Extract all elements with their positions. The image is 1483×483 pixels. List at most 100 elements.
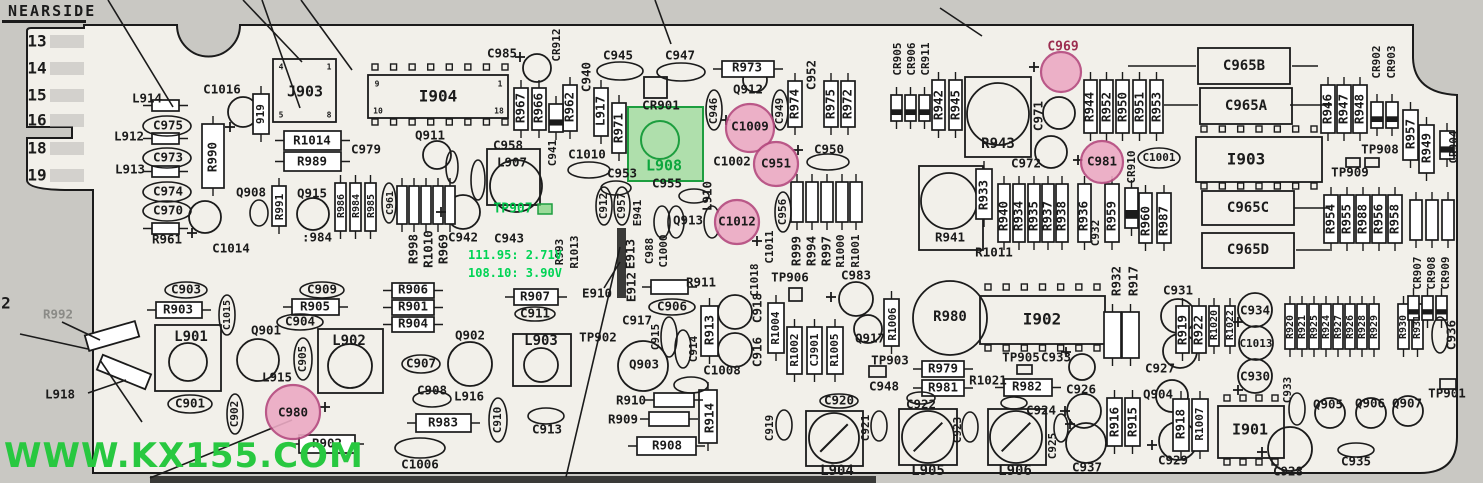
- label-c931: C931: [1163, 283, 1193, 298]
- resistor-box-vertical: [1172, 398, 1190, 452]
- resistor-box-vertical: [806, 326, 823, 375]
- label-r919: R919: [1175, 315, 1190, 345]
- label-c1015: C1015: [222, 300, 233, 330]
- resistor-box-vertical: [1132, 79, 1147, 134]
- ic-pin: [371, 118, 379, 126]
- label-c955: C955: [652, 176, 682, 191]
- label-cr912: CR912: [550, 28, 563, 61]
- resistor-box-vertical: [767, 302, 785, 354]
- label-q904: Q904: [1143, 387, 1173, 402]
- resistor-box-vertical: [1425, 199, 1439, 241]
- label-r959: R959: [1104, 201, 1119, 231]
- label-18: 18: [27, 139, 46, 158]
- capacitor-oval: [142, 181, 192, 203]
- capacitor-circle: [853, 314, 883, 344]
- resistor-box-vertical: [826, 326, 844, 375]
- capacitor-oval: [775, 409, 793, 441]
- label-15: 15: [27, 86, 46, 105]
- ic-pin: [1236, 182, 1245, 190]
- capacitor-oval: [774, 191, 792, 233]
- diode-band: [1408, 309, 1419, 315]
- resistor-box-horizontal: [391, 299, 435, 316]
- capacitor-oval: [596, 61, 644, 81]
- resistor-box-horizontal: [291, 298, 340, 316]
- label-c903: C903: [171, 282, 201, 297]
- component-box: [805, 410, 864, 467]
- test-pad: [1345, 157, 1361, 168]
- label-r992: R992: [43, 307, 73, 322]
- component-box: [154, 324, 222, 392]
- label-l906: L906: [998, 463, 1032, 479]
- label-18: 18: [494, 107, 504, 116]
- label-c983: C983: [841, 268, 871, 283]
- label-r928: R928: [1357, 315, 1368, 339]
- resistor-box-vertical: [1099, 79, 1114, 134]
- label-c1002: C1002: [713, 154, 751, 169]
- label-l904: L904: [820, 463, 854, 479]
- label-c912: C912: [597, 193, 610, 220]
- label-tp903: TP903: [871, 353, 909, 368]
- label-q911: Q911: [415, 128, 445, 143]
- label-q913: Q913: [673, 213, 703, 228]
- label-r906: R906: [398, 282, 428, 297]
- label-r901: R901: [398, 299, 428, 314]
- ic-pin: [1291, 182, 1300, 190]
- offboard-resistor: [95, 353, 153, 391]
- label-c906: C906: [657, 299, 687, 314]
- label-c927: C927: [1145, 361, 1175, 376]
- label-r985: R985: [366, 194, 377, 218]
- resistor-box-vertical: [840, 80, 856, 128]
- leader-line: [654, 0, 672, 45]
- ic-pin: [1218, 125, 1227, 133]
- diode-box: [1407, 295, 1420, 321]
- label-c973: C973: [153, 150, 183, 165]
- capacitor-circle: [236, 338, 280, 382]
- label-q917: Q917: [855, 331, 885, 346]
- resistor-box-vertical: [1356, 303, 1368, 350]
- resistor-box-vertical: [271, 185, 287, 227]
- halftone-bar: [50, 89, 84, 102]
- label-l912: L912: [114, 129, 144, 144]
- label-e941: E941: [631, 199, 644, 226]
- label-r983: R983: [428, 415, 458, 430]
- resistor-box-vertical: [1344, 303, 1356, 350]
- label-c961: C961: [385, 191, 396, 215]
- label-c917: C917: [622, 313, 652, 328]
- component-box: [1201, 232, 1295, 269]
- label-r936: R936: [1076, 201, 1091, 231]
- resistor-box-vertical: [1077, 183, 1092, 243]
- component-box: [643, 76, 668, 99]
- label-c1013: C1013: [1239, 337, 1272, 350]
- ic-pin: [1273, 182, 1282, 190]
- capacitor-oval: [167, 394, 213, 414]
- label-r1020: R1020: [1209, 310, 1220, 340]
- test-pad: [1016, 364, 1033, 375]
- diode-band: [1125, 210, 1138, 219]
- label-r1001: R1001: [849, 234, 862, 267]
- capacitor-circle: [1314, 397, 1346, 429]
- resistor-box-horizontal: [151, 99, 180, 112]
- label-r917: R917: [1126, 266, 1141, 296]
- label-c952: C952: [804, 60, 819, 90]
- label-10: 10: [373, 107, 383, 116]
- resistor-box-vertical: [849, 181, 863, 223]
- label-r929: R929: [1369, 315, 1380, 339]
- label-c908: C908: [417, 383, 447, 398]
- ic-pin: [1255, 125, 1263, 133]
- label-c920: C920: [824, 393, 854, 408]
- label-r975: R975: [823, 89, 838, 119]
- test-pad: [788, 287, 803, 302]
- capacitor-circle: [1068, 353, 1096, 381]
- component-box: [898, 408, 958, 466]
- capacitor-circle: [1155, 379, 1189, 413]
- capacitor-oval: [771, 89, 789, 131]
- ic-pin: [1236, 125, 1245, 133]
- capacitor-oval: [705, 89, 723, 131]
- label-r904: R904: [398, 316, 428, 331]
- diode-band: [549, 119, 563, 126]
- ic-pin: [1223, 458, 1231, 466]
- capacitor-oval: [445, 150, 459, 184]
- resistor-box-vertical: [1320, 303, 1332, 350]
- ic-pin: [1273, 125, 1282, 133]
